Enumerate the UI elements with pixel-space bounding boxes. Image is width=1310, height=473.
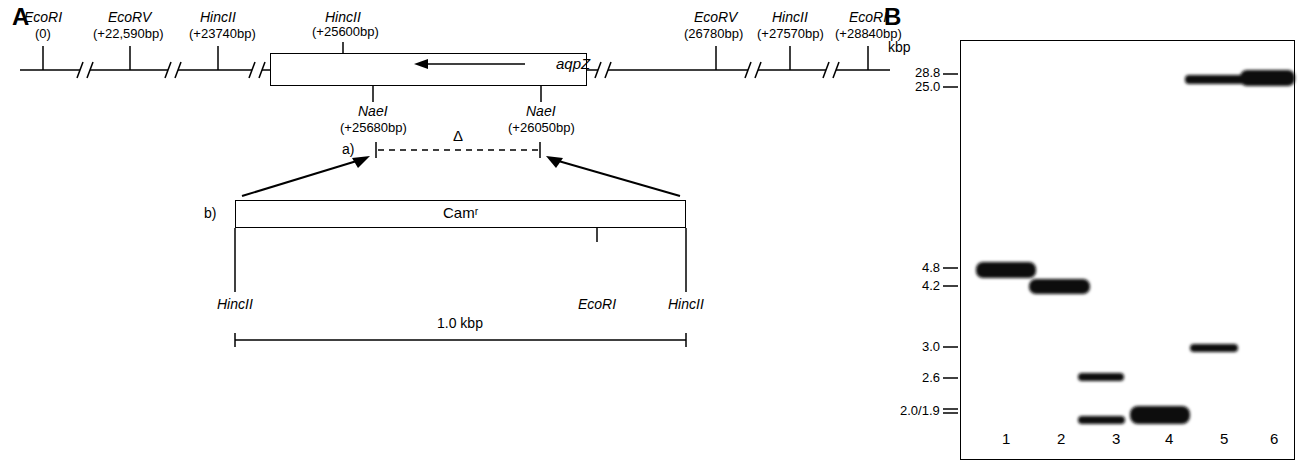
map-label: 1.0 kbp <box>437 316 483 331</box>
panel-letter: B <box>884 4 901 30</box>
enzyme-name: NaeI <box>358 104 388 119</box>
enzyme-name: EcoRI <box>24 10 62 25</box>
map-label: 2.6 <box>922 371 940 385</box>
enzyme-name: EcoRV <box>694 10 737 25</box>
map-label: (+27570bp) <box>757 27 824 41</box>
cassette-box: Camʳ <box>235 200 686 228</box>
map-label: 28.8 <box>915 66 940 80</box>
node-label: aqpZ <box>556 56 590 73</box>
node-label: Camʳ <box>443 205 478 222</box>
map-label: (+26050bp) <box>508 121 575 135</box>
map-label: 2.0/1.9 <box>900 404 940 418</box>
enzyme-name: EcoRV <box>108 10 151 25</box>
lane-number: 3 <box>1112 431 1120 448</box>
lane-number: 6 <box>1270 431 1278 448</box>
lane-number: 5 <box>1220 431 1228 448</box>
map-label: (26780bp) <box>684 27 743 41</box>
enzyme-name: HincII <box>200 10 236 25</box>
blot-frame: 1 2 3 4 5 6 <box>960 40 1295 460</box>
lane-number: 4 <box>1165 431 1173 448</box>
enzyme-name: EcoRI <box>849 10 887 25</box>
map-label: 3.0 <box>922 340 940 354</box>
lane-number: 2 <box>1057 431 1065 448</box>
map-label: (+22,590bp) <box>93 27 163 41</box>
enzyme-name: EcoRI <box>578 297 616 312</box>
map-label: (+25680bp) <box>340 121 407 135</box>
map-label: a) <box>342 142 354 157</box>
enzyme-name: HincII <box>772 10 808 25</box>
map-label: (+25600bp) <box>312 25 379 39</box>
enzyme-name: NaeI <box>526 104 556 119</box>
lane-number: 1 <box>1002 431 1010 448</box>
map-label: b) <box>204 206 216 221</box>
map-label: 4.8 <box>922 261 940 275</box>
enzyme-name: HincII <box>217 297 253 312</box>
map-label: kbp <box>888 40 911 55</box>
enzyme-name: HincII <box>668 297 704 312</box>
map-label: Δ <box>453 128 463 145</box>
map-label: 4.2 <box>922 279 940 293</box>
map-label: (+23740bp) <box>189 27 256 41</box>
map-label: 25.0 <box>915 80 940 94</box>
gene-box: aqpZ <box>270 53 587 86</box>
enzyme-name: HincII <box>325 10 361 25</box>
map-label: (0) <box>35 27 51 41</box>
